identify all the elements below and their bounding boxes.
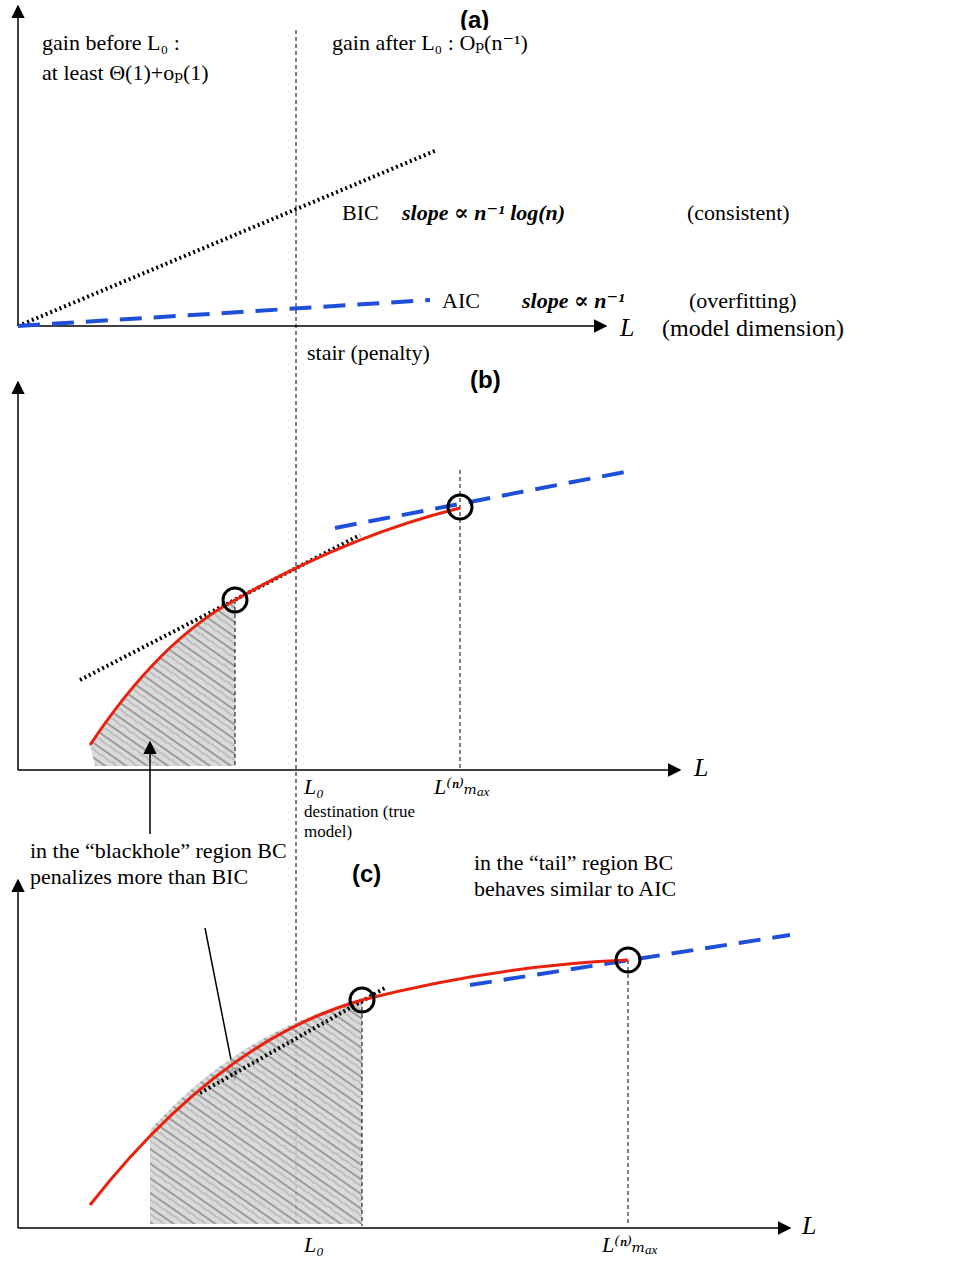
region-note: in the “tail” region BC behaves similar … — [472, 850, 726, 903]
blackhole-region — [90, 600, 235, 766]
criterion-name: BIC — [340, 200, 381, 226]
slope-note: slope ∝ n⁻¹ log(n) — [400, 200, 567, 226]
pointer-arrow — [149, 742, 151, 834]
axis-tick-note: destination (true model) — [302, 802, 424, 843]
guide-line — [362, 1000, 363, 1226]
region-note: in the “blackhole” region BC penalizes m… — [28, 838, 294, 891]
aic-tangent — [335, 470, 635, 528]
gain-note: at least Θ(1)+oₚ(1) — [40, 60, 211, 86]
axis-tick-label: L⁽ⁿ⁾ₘₐₓ — [432, 774, 492, 800]
axis-tick-label: L₀ — [302, 774, 326, 800]
panel-letter: (c) — [350, 860, 383, 889]
gain-note: gain after L₀ : Oₚ(n⁻¹) — [330, 30, 530, 56]
y-axis — [17, 382, 19, 770]
guide-line — [628, 960, 629, 1226]
axis-tick-label: L₀ — [302, 1232, 326, 1258]
bic-penalty-line — [18, 150, 437, 326]
slope-note: slope ∝ n⁻¹ — [520, 288, 627, 314]
axis-label: L — [800, 1210, 818, 1241]
x-axis — [18, 1227, 790, 1229]
tangent-point — [616, 948, 640, 972]
bic-tangent — [200, 988, 385, 1093]
tangent-point — [223, 588, 247, 612]
axis-label: L — [692, 752, 710, 783]
y-axis — [17, 880, 19, 1228]
guide-line — [460, 470, 461, 768]
panel-letter: (b) — [468, 366, 503, 395]
behaviour-note: (overfitting) — [687, 288, 799, 314]
axis-tick-label: L⁽ⁿ⁾ₘₐₓ — [600, 1232, 660, 1258]
axis-label: (model dimension) — [660, 314, 846, 343]
penalty-note: stair (penalty) — [305, 340, 432, 366]
y-axis — [17, 6, 19, 326]
behaviour-note: (consistent) — [685, 200, 792, 226]
tangent-point — [448, 495, 472, 519]
bc-curve — [90, 508, 460, 745]
aic-penalty-line — [18, 300, 430, 326]
x-axis — [18, 325, 606, 327]
x-axis — [18, 769, 680, 771]
criterion-name: AIC — [440, 288, 482, 314]
guide-line — [235, 600, 236, 768]
aic-tangent — [470, 935, 790, 985]
tangent-point — [350, 988, 374, 1012]
bc-curve — [90, 960, 628, 1205]
blackhole-region — [150, 1000, 362, 1224]
axis-label: L — [618, 312, 636, 343]
pointer-arrow — [205, 928, 235, 1080]
gain-note: gain before L₀ : — [40, 30, 182, 56]
